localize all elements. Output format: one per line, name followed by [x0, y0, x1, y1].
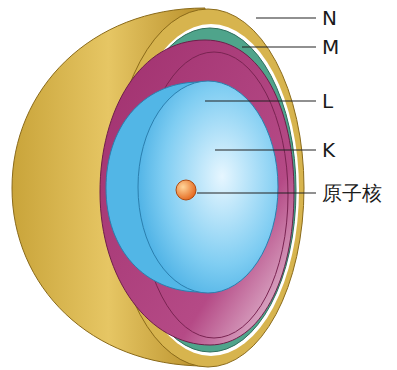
shell-label: L — [322, 90, 333, 112]
shell-label: K — [322, 139, 335, 161]
nucleus — [176, 180, 196, 200]
shell-label: M — [322, 36, 339, 58]
leader-lines — [197, 18, 316, 193]
k-shell-face — [138, 81, 278, 293]
shell-label: 原子核 — [322, 182, 382, 204]
shell-label: N — [322, 7, 337, 29]
